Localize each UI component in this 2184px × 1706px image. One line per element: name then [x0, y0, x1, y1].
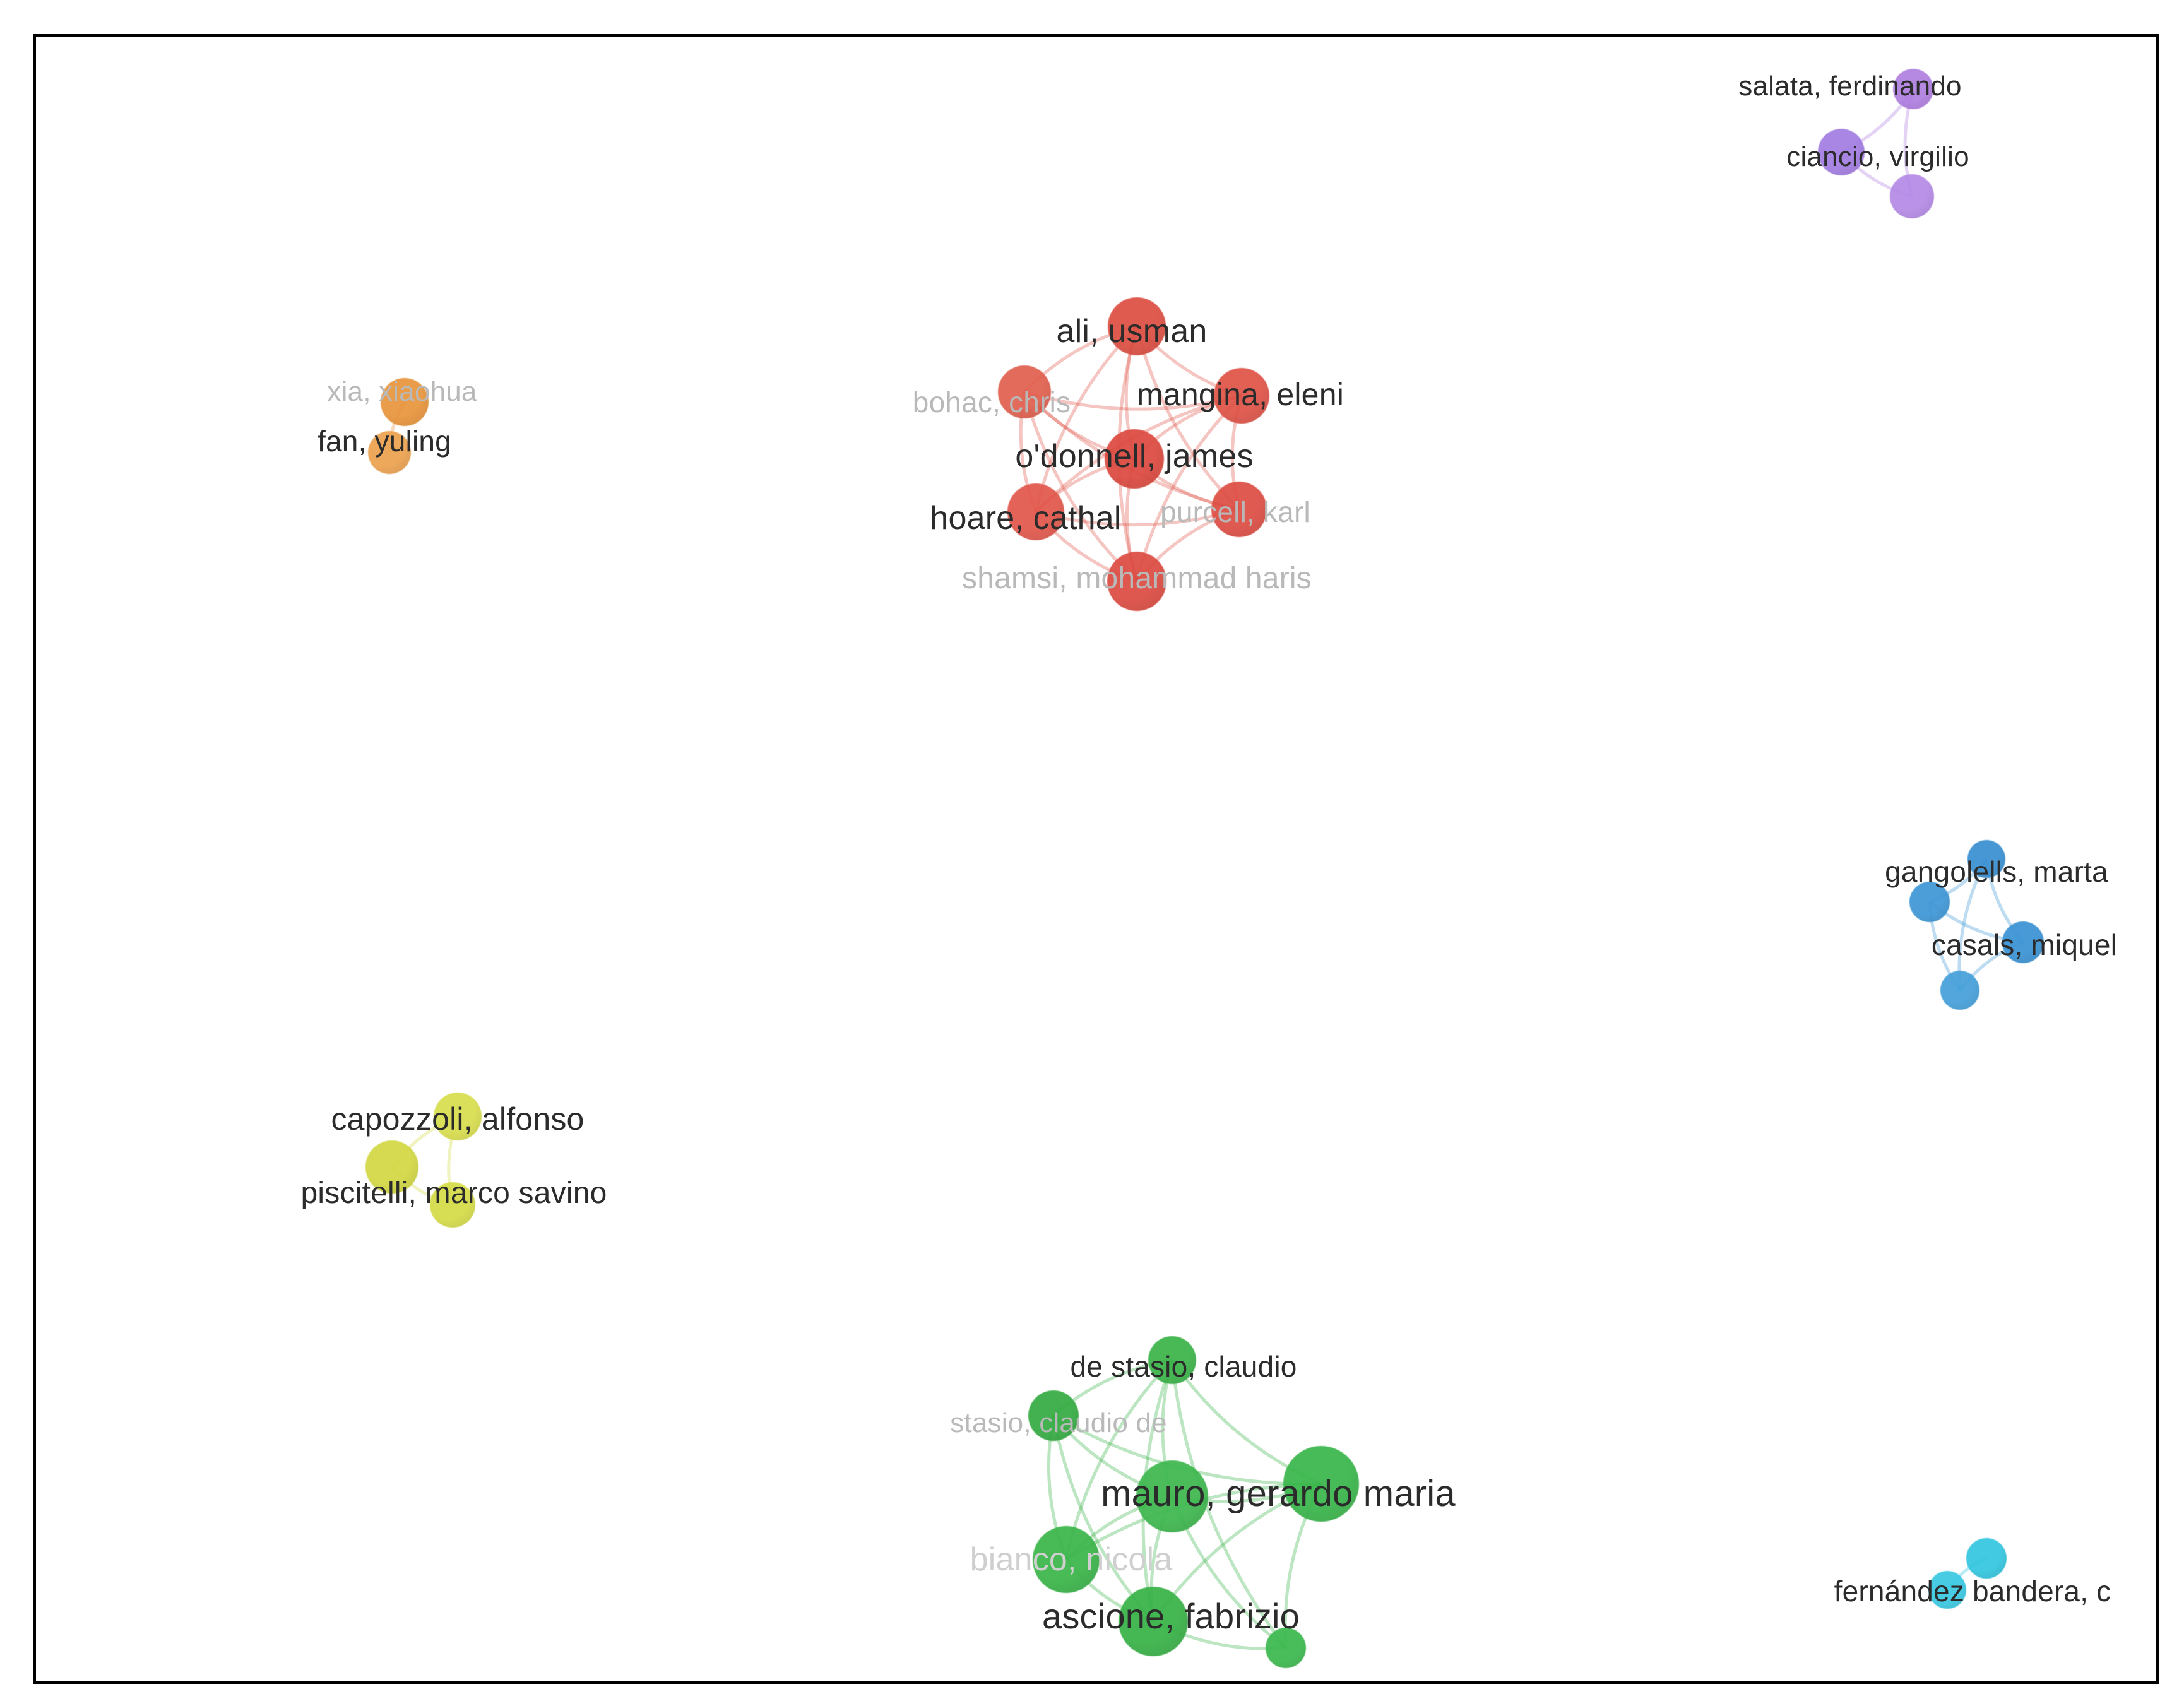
network-node-p3[interactable] — [1890, 174, 1934, 218]
network-node-o1[interactable] — [381, 378, 429, 426]
network-node-p2[interactable] — [1818, 129, 1865, 175]
network-node-b3[interactable] — [2002, 921, 2044, 963]
edge-layer — [388, 88, 2024, 1650]
network-node-g4[interactable] — [1283, 1446, 1359, 1522]
network-edge — [1024, 390, 1242, 411]
network-node-c1[interactable] — [1966, 1538, 2007, 1579]
network-node-g3[interactable] — [1136, 1460, 1208, 1532]
network-node-y1[interactable] — [434, 1093, 482, 1140]
network-node-r7[interactable] — [1107, 552, 1166, 611]
network-node-g7[interactable] — [1266, 1628, 1306, 1668]
network-node-r4[interactable] — [1105, 429, 1164, 489]
network-node-r1[interactable] — [1108, 297, 1166, 355]
network-node-g1[interactable] — [1148, 1336, 1196, 1384]
network-node-r3[interactable] — [1214, 368, 1269, 424]
network-node-y3[interactable] — [430, 1182, 475, 1228]
network-node-c2[interactable] — [1928, 1571, 1966, 1609]
network-node-o2[interactable] — [368, 431, 411, 474]
network-label-fernandez: fernández bandera, c — [1834, 1575, 2111, 1608]
network-node-b1[interactable] — [1909, 882, 1950, 922]
network-node-g2[interactable] — [1028, 1390, 1079, 1441]
network-node-b2[interactable] — [1967, 840, 2005, 878]
network-node-y2[interactable] — [365, 1140, 418, 1194]
network-node-r2[interactable] — [998, 365, 1051, 418]
network-node-r5[interactable] — [1007, 483, 1064, 540]
network-node-r6[interactable] — [1211, 482, 1267, 537]
network-label-ciancio: ciancio, virgilio — [1786, 141, 1969, 172]
network-node-g6[interactable] — [1119, 1587, 1188, 1656]
network-node-g5[interactable] — [1033, 1526, 1100, 1593]
network-node-p1[interactable] — [1893, 69, 1933, 109]
network-node-b4[interactable] — [1940, 971, 1979, 1010]
network-edge — [1035, 507, 1240, 527]
